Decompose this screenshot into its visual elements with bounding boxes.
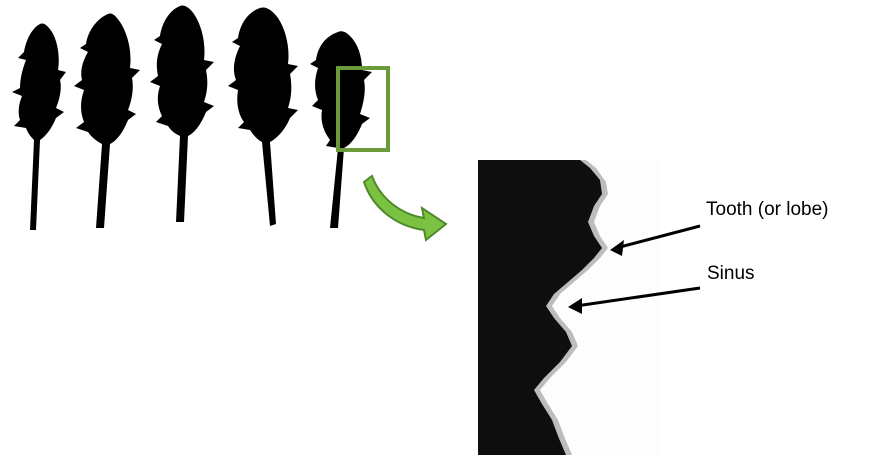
curved-arrow-icon [364, 176, 446, 240]
leaf-silhouette-2 [74, 13, 140, 228]
sinus-label: Sinus [707, 264, 755, 283]
tooth-label: Tooth (or lobe) [706, 200, 829, 219]
leaf-silhouette-3 [150, 5, 214, 222]
leaf-silhouette-5 [310, 31, 372, 228]
leaf-silhouette-4 [228, 7, 298, 226]
leaf-silhouette-1 [12, 23, 66, 230]
